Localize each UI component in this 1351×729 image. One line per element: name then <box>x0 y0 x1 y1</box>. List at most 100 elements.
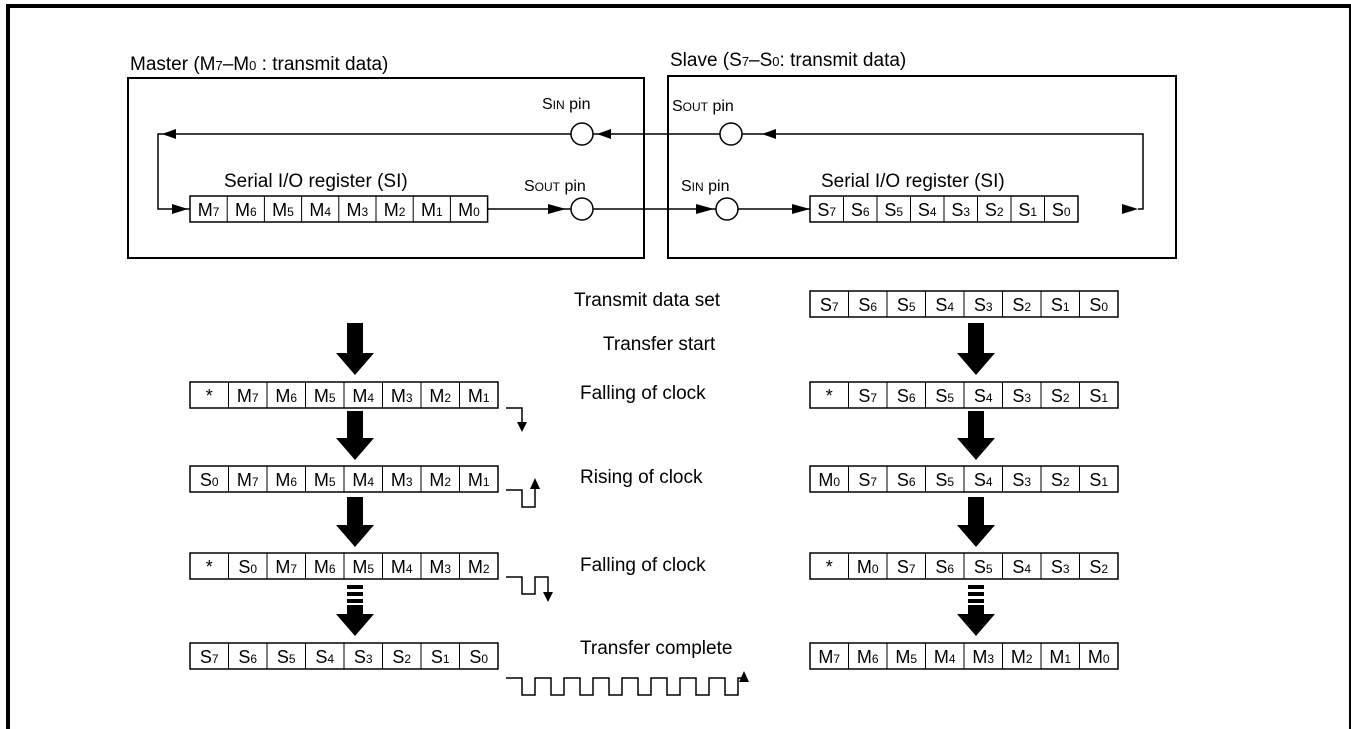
flow-arrows <box>336 323 995 636</box>
register-cell: M6 <box>235 200 257 220</box>
register-cell: S1 <box>1018 200 1037 220</box>
register-cell: S2 <box>1089 557 1108 577</box>
register-cell: S4 <box>935 295 954 315</box>
register-cell: M1 <box>468 386 490 406</box>
register-cell: S7 <box>200 647 219 667</box>
register-cell: S2 <box>1012 295 1031 315</box>
register-cell: M0 <box>458 200 480 220</box>
arrow-up-icon <box>530 478 540 489</box>
down-arrow-icon <box>957 411 995 460</box>
register-cell: S0 <box>238 557 257 577</box>
register-cell: S7 <box>897 557 916 577</box>
master-sout-pin-label: SOUT pin <box>524 178 586 195</box>
down-arrow-icon <box>957 585 995 636</box>
register-cell: S4 <box>315 647 334 667</box>
step-falling-of-clock-1: Falling of clock <box>580 383 706 404</box>
register-cell: S4 <box>918 200 937 220</box>
clock-complete-waveform <box>506 677 744 696</box>
down-arrow-icon <box>957 323 995 375</box>
register-cell: S0 <box>1052 200 1071 220</box>
register-cell: S7 <box>820 295 839 315</box>
register-cell: S7 <box>858 386 877 406</box>
clock-rising-waveform <box>506 484 536 508</box>
register-cell: S3 <box>951 200 970 220</box>
register-cell: S6 <box>897 386 916 406</box>
register-cell: M0 <box>1088 647 1110 667</box>
arrow-down-icon <box>543 592 553 602</box>
register-cell: M4 <box>352 386 374 406</box>
down-arrow-icon <box>336 585 374 636</box>
step-transfer-start: Transfer start <box>603 334 716 355</box>
register-cell: S6 <box>897 470 916 490</box>
page-border <box>6 4 1351 729</box>
register-cell: S5 <box>897 295 916 315</box>
register-cell: M2 <box>429 470 451 490</box>
master-title: Master (M7–M0 : transmit data) <box>130 54 388 75</box>
clock-falling-waveform-1 <box>506 407 523 424</box>
register-cell: M1 <box>468 470 490 490</box>
register-cell: * <box>826 386 833 406</box>
register-cell: S1 <box>1089 386 1108 406</box>
register-cell: S7 <box>817 200 836 220</box>
register-cell: M6 <box>275 470 297 490</box>
register-cell: M7 <box>237 386 259 406</box>
register-cell: M3 <box>391 470 413 490</box>
register-cell: S6 <box>858 295 877 315</box>
slave-sout-pin-icon <box>719 122 743 146</box>
arrow-right-icon <box>1122 204 1138 214</box>
register-cell: M7 <box>818 647 840 667</box>
register-cell: S6 <box>935 557 954 577</box>
register-cell: * <box>206 386 213 406</box>
register-cell: M7 <box>198 200 220 220</box>
register-cell: M7 <box>275 557 297 577</box>
register-cell: M4 <box>309 200 331 220</box>
register-cell: S0 <box>1089 295 1108 315</box>
register-cell: M0 <box>818 470 840 490</box>
step-falling-of-clock-2: Falling of clock <box>580 555 706 576</box>
register-cell: M3 <box>391 386 413 406</box>
slave-register-title: Serial I/O register (SI) <box>821 171 1005 192</box>
slave-sout-pin-label: SOUT pin <box>672 98 734 115</box>
arrow-right-icon <box>548 204 566 214</box>
register-cell: M1 <box>421 200 443 220</box>
register-cell: M2 <box>468 557 490 577</box>
slave-sin-pin-label: SIN pin <box>681 178 729 195</box>
master-sin-pin-label: SIN pin <box>542 96 590 113</box>
register-cell: M5 <box>314 386 336 406</box>
down-arrow-icon <box>957 497 995 547</box>
arrow-left-icon <box>762 129 776 139</box>
register-cell: S4 <box>974 470 993 490</box>
master-sin-pin-icon <box>570 122 594 146</box>
register-cell: * <box>206 557 213 577</box>
register-cell: S0 <box>200 470 219 490</box>
register-cell: S3 <box>1051 557 1070 577</box>
register-cell: * <box>826 557 833 577</box>
register-cell: M5 <box>352 557 374 577</box>
register-cell: M5 <box>272 200 294 220</box>
register-cell: M4 <box>352 470 374 490</box>
register-cell: S2 <box>392 647 411 667</box>
register-cell: S5 <box>935 386 954 406</box>
register-cell: S2 <box>985 200 1004 220</box>
register-cell: S3 <box>354 647 373 667</box>
arrow-down-icon <box>517 422 527 432</box>
register-cell: M3 <box>972 647 994 667</box>
register-cell: S3 <box>974 295 993 315</box>
arrow-right-icon <box>792 204 810 214</box>
slave-box <box>667 75 1177 259</box>
step-rising-of-clock: Rising of clock <box>580 467 703 488</box>
register-cell: M4 <box>934 647 956 667</box>
master-register-title: Serial I/O register (SI) <box>224 171 408 192</box>
register-cell: S7 <box>858 470 877 490</box>
